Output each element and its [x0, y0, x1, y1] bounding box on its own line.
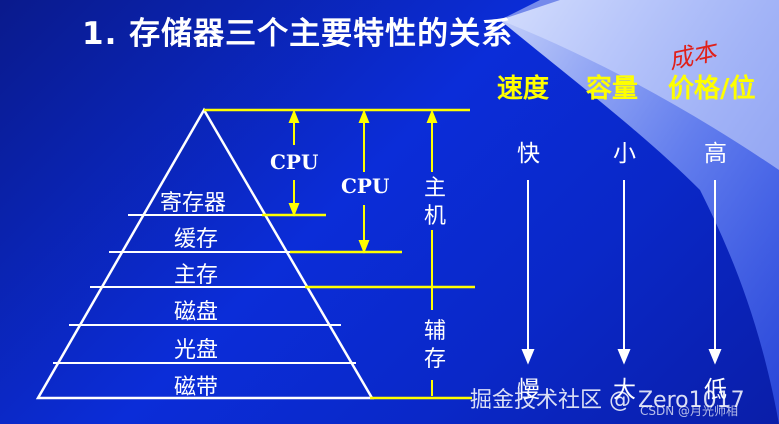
- header-capacity: 容量: [586, 74, 639, 104]
- layer-main-memory: 主存: [174, 263, 219, 288]
- layer-disk: 磁盘: [174, 300, 219, 325]
- watermark: 掘金技术社区 @ Zero1017: [470, 388, 745, 413]
- capacity-bottom: 大: [613, 377, 636, 403]
- price-bottom: 低: [704, 377, 727, 403]
- speed-top: 快: [517, 141, 540, 167]
- pyramid-outline: [35, 107, 375, 400]
- layer-registers: 寄存器: [160, 191, 227, 216]
- layer-tape: 磁带: [174, 375, 219, 400]
- capacity-top: 小: [613, 141, 636, 167]
- cpu-label-cache: CPU: [341, 174, 390, 198]
- slide-title: 1. 存储器三个主要特性的关系: [82, 16, 514, 52]
- label-auxiliary-storage: 辅存: [424, 319, 447, 372]
- layer-optical-disk: 光盘: [174, 338, 219, 363]
- price-top: 高: [704, 141, 727, 167]
- header-price: 价格/位: [668, 74, 756, 104]
- label-host: 主机: [424, 176, 447, 229]
- header-speed: 速度: [497, 74, 550, 104]
- speed-bottom: 慢: [517, 377, 540, 403]
- cpu-label-registers: CPU: [270, 150, 319, 174]
- layer-cache: 缓存: [174, 227, 219, 252]
- watermark-small: CSDN @月光师相: [640, 404, 739, 418]
